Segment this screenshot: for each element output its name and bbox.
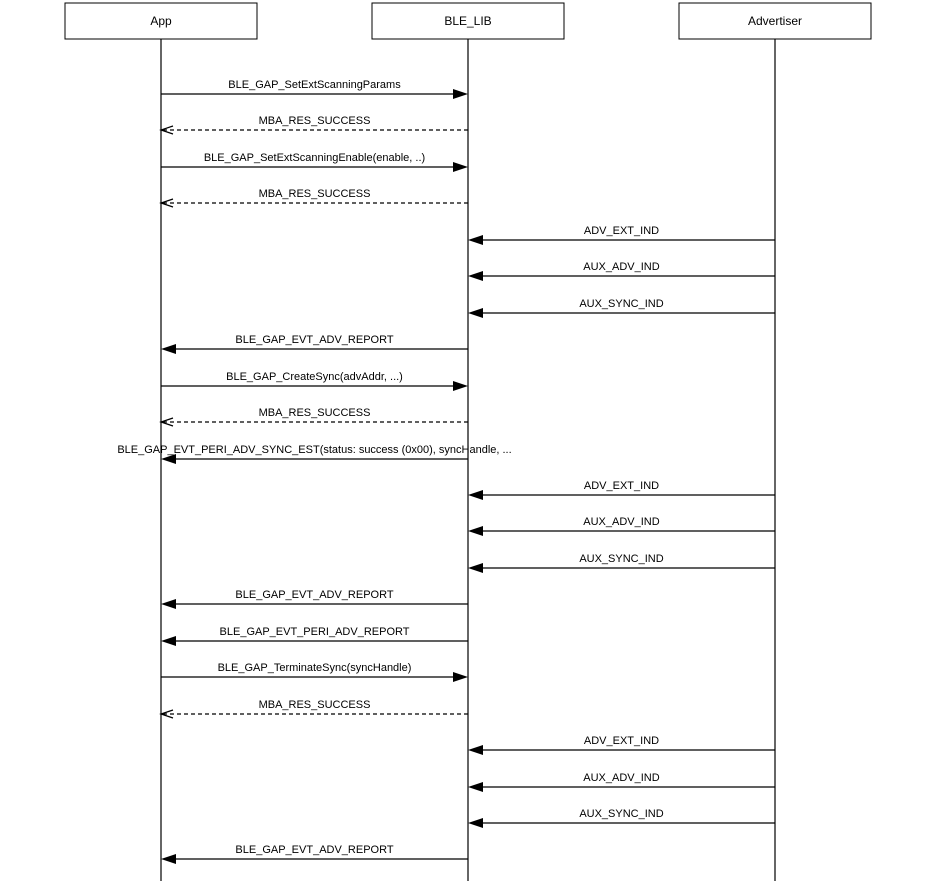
participant-box <box>64 2 258 40</box>
message-label: BLE_GAP_EVT_ADV_REPORT <box>235 589 393 601</box>
filled-arrowhead-icon <box>161 599 176 609</box>
message: MBA_RES_SUCCESS <box>159 407 468 427</box>
message-label: BLE_GAP_TerminateSync(syncHandle) <box>218 662 412 674</box>
participants: App BLE_LIB Advertiser <box>64 2 872 40</box>
message-label: BLE_GAP_SetExtScanningParams <box>228 79 401 91</box>
open-arrowhead-icon <box>159 198 174 208</box>
message-label: MBA_RES_SUCCESS <box>259 115 371 127</box>
filled-arrowhead-icon <box>161 344 176 354</box>
filled-arrowhead-icon <box>161 454 176 464</box>
message: BLE_GAP_TerminateSync(syncHandle) <box>161 662 468 682</box>
message-label: AUX_SYNC_IND <box>579 553 663 565</box>
message: AUX_ADV_IND <box>468 261 775 281</box>
filled-arrowhead-icon <box>161 854 176 864</box>
filled-arrowhead-icon <box>468 235 483 245</box>
filled-arrowhead-icon <box>468 308 483 318</box>
lifelines <box>160 39 776 881</box>
message: AUX_ADV_IND <box>468 772 775 792</box>
filled-arrowhead-icon <box>468 490 483 500</box>
message-label: AUX_ADV_IND <box>583 516 659 528</box>
message-label: AUX_SYNC_IND <box>579 298 663 310</box>
message-label: MBA_RES_SUCCESS <box>259 699 371 711</box>
participant-ble-lib: BLE_LIB <box>371 2 565 40</box>
filled-arrowhead-icon <box>468 271 483 281</box>
message: BLE_GAP_EVT_ADV_REPORT <box>161 844 468 864</box>
message-label: AUX_ADV_IND <box>583 261 659 273</box>
participant-label: Advertiser <box>748 14 802 28</box>
message: ADV_EXT_IND <box>468 480 775 500</box>
participant-box <box>678 2 872 40</box>
message-label: ADV_EXT_IND <box>584 225 659 237</box>
open-arrowhead-icon <box>159 709 174 719</box>
participant-app: App <box>64 2 258 40</box>
message: BLE_GAP_EVT_PERI_ADV_SYNC_EST(status: su… <box>117 444 512 464</box>
message-label: MBA_RES_SUCCESS <box>259 407 371 419</box>
message-label: BLE_GAP_EVT_ADV_REPORT <box>235 844 393 856</box>
message: MBA_RES_SUCCESS <box>159 188 468 208</box>
message-label: ADV_EXT_IND <box>584 480 659 492</box>
filled-arrowhead-icon <box>468 526 483 536</box>
filled-arrowhead-icon <box>468 563 483 573</box>
message-label: ADV_EXT_IND <box>584 735 659 747</box>
filled-arrowhead-icon <box>453 162 468 172</box>
message: BLE_GAP_CreateSync(advAddr, ...) <box>161 371 468 391</box>
message-label: BLE_GAP_CreateSync(advAddr, ...) <box>226 371 403 383</box>
filled-arrowhead-icon <box>468 818 483 828</box>
message: AUX_SYNC_IND <box>468 808 775 828</box>
message-label: AUX_SYNC_IND <box>579 808 663 820</box>
filled-arrowhead-icon <box>453 89 468 99</box>
message-label: BLE_GAP_EVT_PERI_ADV_SYNC_EST(status: su… <box>117 444 511 456</box>
messages: BLE_GAP_SetExtScanningParamsMBA_RES_SUCC… <box>117 79 775 864</box>
filled-arrowhead-icon <box>453 381 468 391</box>
message: BLE_GAP_EVT_PERI_ADV_REPORT <box>161 626 468 646</box>
message: MBA_RES_SUCCESS <box>159 699 468 719</box>
message: MBA_RES_SUCCESS <box>159 115 468 135</box>
participant-box <box>371 2 565 40</box>
message: BLE_GAP_EVT_ADV_REPORT <box>161 589 468 609</box>
filled-arrowhead-icon <box>468 782 483 792</box>
message: BLE_GAP_EVT_ADV_REPORT <box>161 334 468 354</box>
message: BLE_GAP_SetExtScanningEnable(enable, ..) <box>161 152 468 172</box>
participant-label: App <box>150 14 172 28</box>
filled-arrowhead-icon <box>468 745 483 755</box>
participant-advertiser: Advertiser <box>678 2 872 40</box>
participant-label: BLE_LIB <box>444 14 491 28</box>
message: AUX_SYNC_IND <box>468 553 775 573</box>
open-arrowhead-icon <box>159 125 174 135</box>
message-label: AUX_ADV_IND <box>583 772 659 784</box>
message: BLE_GAP_SetExtScanningParams <box>161 79 468 99</box>
message-label: BLE_GAP_EVT_ADV_REPORT <box>235 334 393 346</box>
open-arrowhead-icon <box>159 417 174 427</box>
message-label: BLE_GAP_SetExtScanningEnable(enable, ..) <box>204 152 425 164</box>
message: ADV_EXT_IND <box>468 225 775 245</box>
message: ADV_EXT_IND <box>468 735 775 755</box>
message-label: MBA_RES_SUCCESS <box>259 188 371 200</box>
message: AUX_ADV_IND <box>468 516 775 536</box>
message: AUX_SYNC_IND <box>468 298 775 318</box>
filled-arrowhead-icon <box>161 636 176 646</box>
message-label: BLE_GAP_EVT_PERI_ADV_REPORT <box>220 626 410 638</box>
filled-arrowhead-icon <box>453 672 468 682</box>
